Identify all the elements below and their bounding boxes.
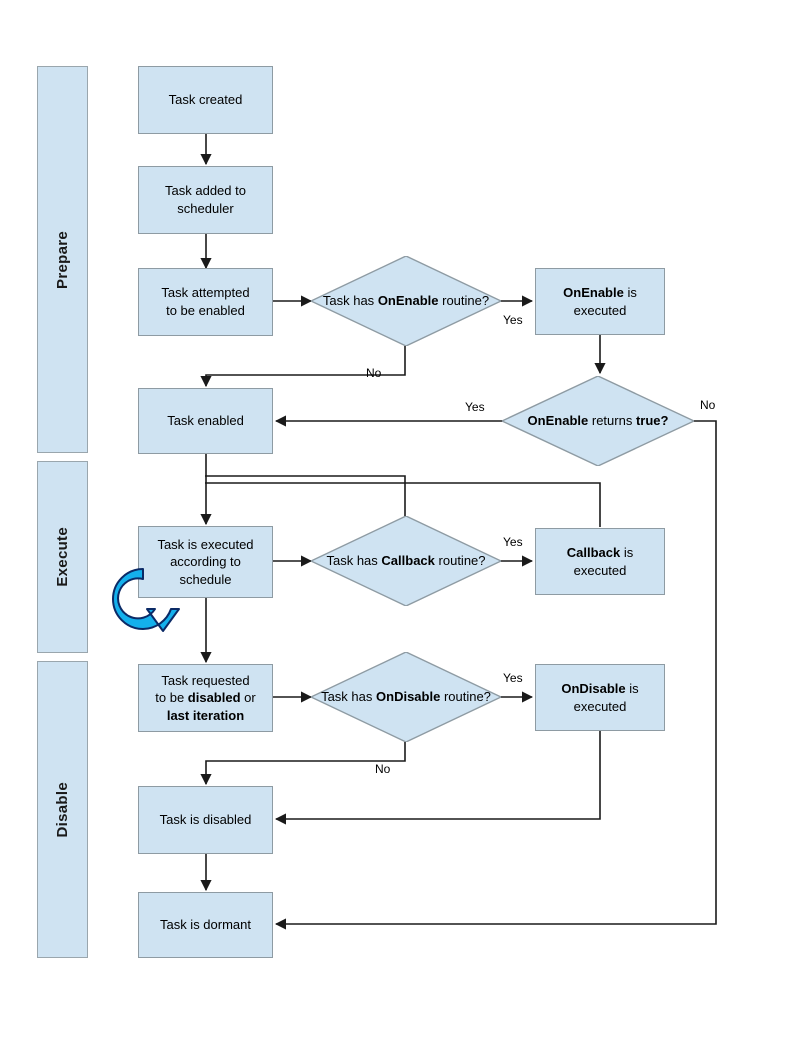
node-task-attempted-line2: to be enabled bbox=[166, 303, 245, 318]
node-onenable-bold: OnEnable bbox=[563, 284, 624, 300]
edge-label-returns-yes: Yes bbox=[465, 400, 485, 414]
node-task-enabled[interactable]: Task enabled bbox=[138, 388, 273, 454]
decision-returns-line2: returns bbox=[591, 413, 633, 429]
node-task-requested-disabled[interactable]: Task requested to be disabled or last it… bbox=[138, 664, 273, 732]
node-task-executed-line2: according to bbox=[170, 554, 241, 570]
node-task-requested-line2: to be disabled or bbox=[155, 689, 255, 707]
decision-task-has-callback[interactable]: Task has Callback routine? bbox=[311, 516, 501, 606]
node-task-added-to-scheduler[interactable]: Task added to scheduler bbox=[138, 166, 273, 234]
node-ondisable-line2: executed bbox=[573, 698, 627, 714]
swimlane-execute: Execute bbox=[37, 461, 88, 653]
node-callback-rest: is bbox=[620, 544, 634, 560]
node-task-requested-mid1: to be bbox=[155, 690, 188, 706]
node-ondisable-line1: OnDisable is bbox=[561, 680, 638, 698]
node-task-attempted-to-be-enabled[interactable]: Task attempted to be enabled bbox=[138, 268, 273, 336]
node-task-created[interactable]: Task created bbox=[138, 66, 273, 134]
decision-task-has-ondisable[interactable]: Task has OnDisable routine? bbox=[311, 652, 501, 742]
swimlane-label-prepare: Prepare bbox=[54, 230, 71, 289]
decision-has-onenable-line3: routine? bbox=[442, 293, 490, 309]
node-ondisable-rest: is bbox=[625, 680, 639, 696]
swimlane-prepare: Prepare bbox=[37, 66, 88, 453]
node-task-added-line2: scheduler bbox=[177, 201, 234, 216]
edge-label-onenable-no: No bbox=[366, 366, 382, 380]
swimlane-label-disable: Disable bbox=[54, 781, 71, 838]
node-task-dormant-label: Task is dormant bbox=[159, 917, 252, 933]
diamond-shape bbox=[502, 376, 694, 466]
node-onenable-line2: executed bbox=[573, 302, 627, 318]
decision-has-ondisable-line3: routine? bbox=[443, 689, 491, 705]
node-task-requested-bold1: disabled bbox=[187, 690, 241, 706]
edge-label-onenable-yes: Yes bbox=[503, 313, 523, 327]
refresh-loop-icon bbox=[112, 568, 180, 632]
decision-has-onenable-bold: OnEnable bbox=[377, 293, 439, 309]
node-task-enabled-label: Task enabled bbox=[167, 413, 244, 429]
node-onenable-is-executed[interactable]: OnEnable is executed bbox=[535, 268, 665, 335]
edge-label-ondisable-no: No bbox=[375, 762, 391, 776]
node-task-added-line1: Task added to bbox=[165, 183, 246, 199]
node-task-created-label: Task created bbox=[168, 92, 243, 108]
edge-ondisable-to-disabled bbox=[274, 731, 601, 825]
edge-label-callback-yes: Yes bbox=[503, 535, 523, 549]
node-onenable-rest: is bbox=[623, 284, 637, 300]
edge-label-ondisable-yes: Yes bbox=[503, 671, 523, 685]
decision-onenable-returns-true[interactable]: OnEnable returns true? bbox=[502, 376, 694, 466]
decision-has-ondisable-bold: OnDisable bbox=[376, 689, 441, 705]
node-callback-line1: Callback is bbox=[567, 544, 633, 562]
node-callback-line2: executed bbox=[573, 562, 627, 578]
node-task-is-dormant[interactable]: Task is dormant bbox=[138, 892, 273, 958]
decision-returns-bold2: true? bbox=[635, 413, 669, 429]
node-task-is-executed[interactable]: Task is executed according to schedule bbox=[138, 526, 273, 598]
node-callback-is-executed[interactable]: Callback is executed bbox=[535, 528, 665, 595]
decision-returns-bold1: OnEnable bbox=[527, 413, 589, 429]
decision-has-callback-line1: Task has bbox=[326, 553, 378, 569]
node-task-requested-mid2: or bbox=[240, 690, 256, 706]
node-task-requested-bold2: last iteration bbox=[166, 707, 245, 723]
diamond-shape bbox=[311, 652, 501, 742]
diamond-shape bbox=[311, 256, 501, 346]
node-task-executed-line3: schedule bbox=[179, 571, 232, 587]
decision-has-onenable-line1: Task has bbox=[322, 293, 375, 309]
decision-has-callback-line3: routine? bbox=[438, 553, 486, 569]
decision-has-callback-bold: Callback bbox=[381, 553, 435, 569]
node-task-is-disabled[interactable]: Task is disabled bbox=[138, 786, 273, 854]
node-ondisable-bold: OnDisable bbox=[561, 680, 626, 696]
decision-has-ondisable-line1: Task has bbox=[321, 689, 373, 705]
node-onenable-line1: OnEnable is bbox=[563, 284, 637, 302]
diamond-shape bbox=[311, 516, 501, 606]
decision-task-has-onenable[interactable]: Task has OnEnable routine? bbox=[311, 256, 501, 346]
node-callback-bold: Callback bbox=[566, 544, 621, 560]
edge-label-returns-no: No bbox=[700, 398, 716, 412]
node-task-requested-line1: Task requested bbox=[161, 672, 250, 688]
node-ondisable-is-executed[interactable]: OnDisable is executed bbox=[535, 664, 665, 731]
swimlane-disable: Disable bbox=[37, 661, 88, 958]
node-task-requested-line3: last iteration bbox=[155, 707, 255, 725]
swimlane-label-execute: Execute bbox=[54, 527, 71, 587]
node-task-attempted-line1: Task attempted bbox=[161, 285, 250, 301]
node-task-disabled-label: Task is disabled bbox=[159, 812, 252, 828]
node-task-executed-line1: Task is executed bbox=[157, 536, 254, 552]
